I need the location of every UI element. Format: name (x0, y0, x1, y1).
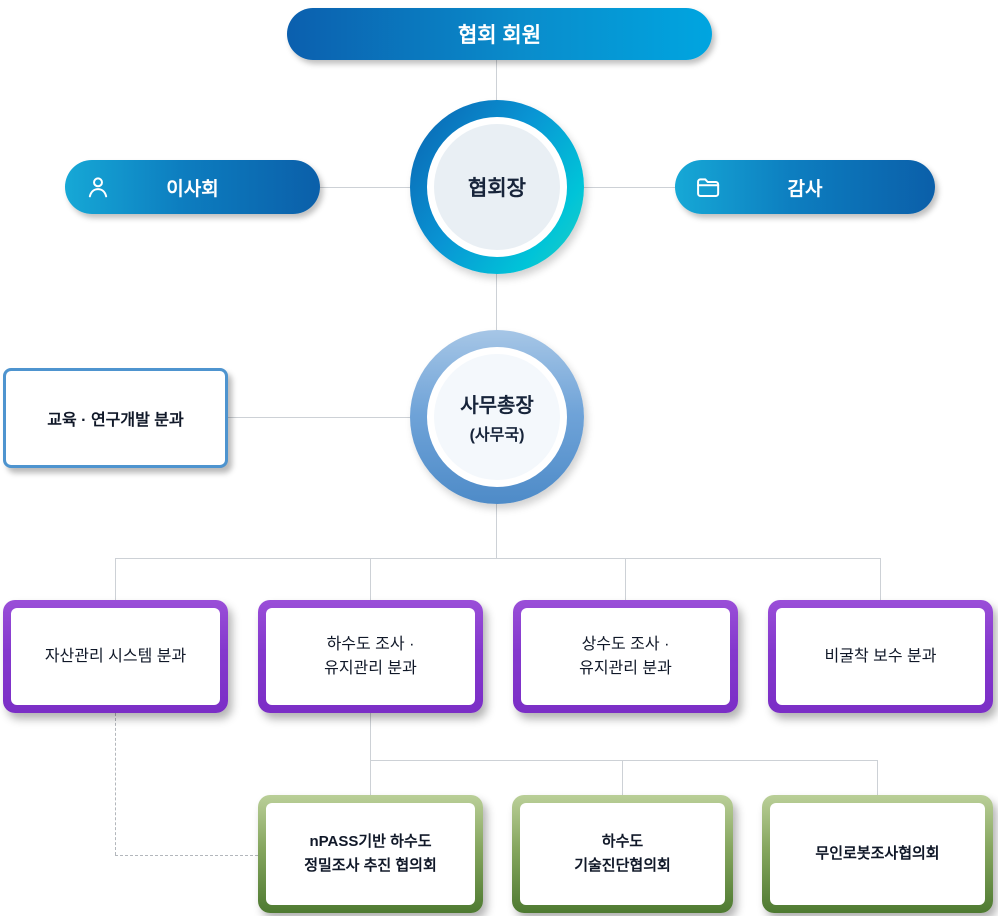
connector-drop-4 (880, 558, 881, 601)
node-label: 감사 (787, 178, 823, 200)
connector-subcommittee-bus (115, 558, 881, 559)
node-chairman: 협회장 (410, 100, 584, 274)
node-sublabel: (사무국) (469, 427, 525, 444)
node-subcommittee-trenchless-repair: 비굴착 보수 분과 (768, 600, 993, 713)
circle-inner: 협회장 (434, 124, 560, 250)
node-body: 자산관리 시스템 분과 (11, 608, 220, 705)
connector-drop-2 (370, 558, 371, 601)
connector-council-drop-1 (370, 760, 371, 795)
connector-chairman-secretary (496, 274, 497, 331)
node-body: 상수도 조사 · 유지관리 분과 (521, 608, 730, 705)
person-icon (83, 172, 113, 202)
connector-members-chairman (496, 60, 497, 103)
node-label: 상수도 조사 · (581, 635, 670, 653)
connector-council-bus (370, 760, 878, 761)
node-body: nPASS기반 하수도 정밀조사 추진 협의회 (266, 803, 475, 905)
node-label: 교육 · 연구개발 분과 (47, 412, 184, 429)
node-label-line2: 유지관리 분과 (579, 659, 672, 677)
node-body: 무인로봇조사협의회 (770, 803, 985, 905)
node-label: 무인로봇조사협의회 (815, 845, 940, 862)
connector-chairman-auditor (584, 187, 675, 188)
node-body: 하수도 기술진단협의회 (520, 803, 725, 905)
circle-inner: 사무총장 (사무국) (434, 354, 560, 480)
dashed-connector-horizontal (115, 855, 258, 856)
connector-drop-3 (625, 558, 626, 601)
node-label: 협회장 (468, 177, 526, 200)
connector-secretary-down (496, 504, 497, 559)
node-label: 사무총장 (460, 395, 534, 417)
node-label: 하수도 (601, 833, 644, 850)
node-label: 자산관리 시스템 분과 (44, 647, 187, 665)
connector-council-drop-2 (622, 760, 623, 795)
node-label: nPASS기반 하수도 (309, 833, 432, 850)
node-label: 이사회 (166, 178, 219, 200)
node-subcommittee-waterworks-survey: 상수도 조사 · 유지관리 분과 (513, 600, 738, 713)
node-subcommittee-asset-management: 자산관리 시스템 분과 (3, 600, 228, 713)
node-education-rnd: 교육 · 연구개발 분과 (3, 368, 228, 468)
node-association-members: 협회 회원 (287, 8, 712, 60)
node-secretary-general: 사무총장 (사무국) (410, 330, 584, 504)
dashed-connector-vertical (115, 713, 116, 855)
connector-sewer-down (370, 713, 371, 760)
node-body: 비굴착 보수 분과 (776, 608, 985, 705)
node-label-line2: 정밀조사 추진 협의회 (304, 857, 437, 874)
connector-board-chairman (320, 187, 412, 188)
node-label: 하수도 조사 · (326, 635, 415, 653)
node-board: 이사회 (65, 160, 320, 214)
node-council-tech-diagnosis: 하수도 기술진단협의회 (512, 795, 733, 913)
node-council-npass: nPASS기반 하수도 정밀조사 추진 협의회 (258, 795, 483, 913)
node-label: 비굴착 보수 분과 (824, 647, 937, 665)
connector-education-secretary (228, 417, 412, 418)
node-label-line2: 유지관리 분과 (324, 659, 417, 677)
node-subcommittee-sewerage-survey: 하수도 조사 · 유지관리 분과 (258, 600, 483, 713)
folder-icon (693, 172, 723, 202)
node-label-line2: 기술진단협의회 (574, 857, 671, 874)
node-council-robot-survey: 무인로봇조사협의회 (762, 795, 993, 913)
node-label: 협회 회원 (457, 24, 542, 47)
node-body: 하수도 조사 · 유지관리 분과 (266, 608, 475, 705)
node-auditor: 감사 (675, 160, 935, 214)
connector-drop-1 (115, 558, 116, 601)
connector-council-drop-3 (877, 760, 878, 795)
